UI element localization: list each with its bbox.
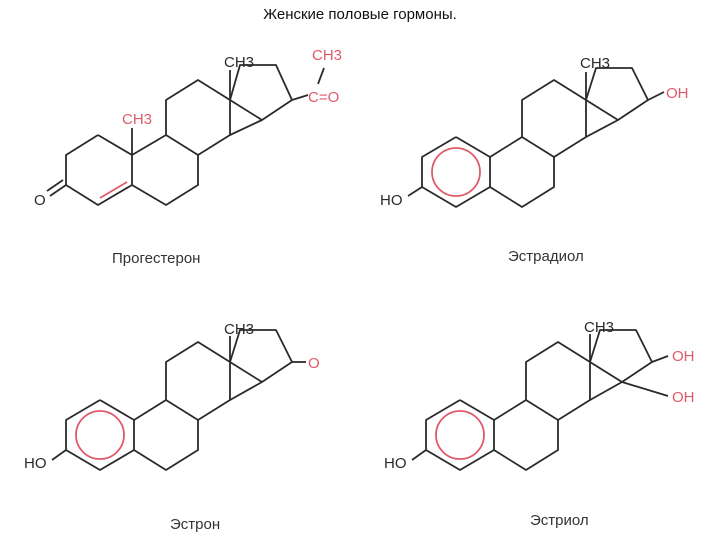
acetyl-ch3-label: CH3 <box>312 47 342 64</box>
ring-b <box>493 399 559 471</box>
ketone-o-label: O <box>34 192 46 209</box>
methyl-ring-label: CH3 <box>122 111 152 128</box>
caption-estriol: Эстриол <box>530 512 589 529</box>
methyl-label: CH3 <box>580 55 610 72</box>
caption-estrone: Эстрон <box>170 516 221 533</box>
oh-17-label: OH <box>666 85 689 102</box>
ring-c <box>165 341 231 421</box>
ring-c <box>521 79 587 158</box>
ho-3-label: HO <box>380 192 403 209</box>
caption-estradiol: Эстрадиол <box>508 248 584 265</box>
ring-d <box>589 329 653 383</box>
aromatic-ring <box>435 410 485 460</box>
ring-c <box>525 341 591 421</box>
keto-17-label: O <box>308 355 320 372</box>
ho-3-label: HO <box>384 455 407 472</box>
ring-b <box>133 399 199 471</box>
oh-16-label: OH <box>672 348 695 365</box>
ring-c <box>165 79 231 156</box>
ho-3-label: HO <box>24 455 47 472</box>
slide-title: Женские половые гормоны. <box>263 6 457 23</box>
oh-17-label: OH <box>672 389 695 406</box>
methyl-label: CH3 <box>584 319 614 336</box>
ring-d <box>229 329 293 383</box>
aromatic-ring <box>431 147 481 197</box>
acetyl-co-label: C=O <box>308 89 339 106</box>
methyl-label: CH3 <box>224 54 254 71</box>
caption-progesterone: Прогестерон <box>112 250 201 267</box>
ring-d <box>229 64 293 121</box>
ring-d <box>585 67 649 121</box>
methyl-label: CH3 <box>224 321 254 338</box>
ring-b <box>489 136 555 208</box>
ring-b <box>131 134 199 206</box>
aromatic-ring <box>75 410 125 460</box>
